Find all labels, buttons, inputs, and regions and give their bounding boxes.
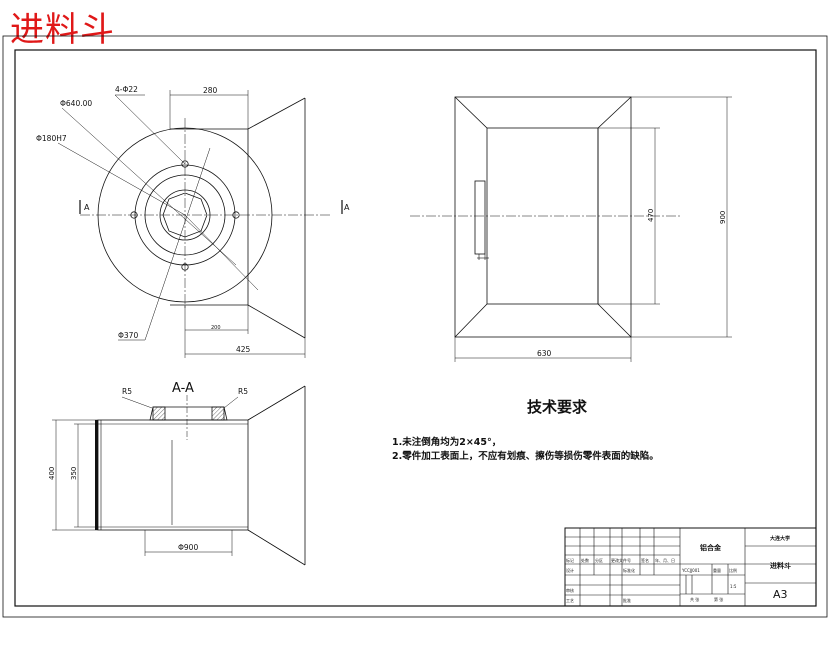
tb-date: 年、月、日 xyxy=(655,557,675,563)
fillet-left-label: R5 xyxy=(122,387,132,396)
housing-body xyxy=(170,128,249,306)
leader-bore xyxy=(57,142,186,216)
tb-scale: 1:5 xyxy=(730,584,737,589)
tb-sign: 签名 xyxy=(641,557,649,563)
tb-sheets: 共 张 xyxy=(690,596,699,602)
tb-approve: 批准 xyxy=(623,597,631,603)
dim-sec-dia-bottom: Φ900 xyxy=(178,543,198,552)
tb-code: YCCJJ001 xyxy=(681,568,700,573)
hopper-bottom-edge xyxy=(247,304,306,339)
top-view: 630 470 900 xyxy=(410,96,732,362)
outer-rect xyxy=(454,96,632,338)
tb-part-name: 进料斗 xyxy=(770,561,791,570)
leader-outer xyxy=(144,147,211,341)
tech-requirements-heading: 技术要求 xyxy=(527,398,588,416)
tech-requirement-1: 1.未注倒角均为2×45°， xyxy=(392,437,502,448)
flange-hatch-right xyxy=(211,406,225,421)
dim-width-top: 280 xyxy=(203,86,218,95)
dim-dia-bore: Φ180H7 xyxy=(36,134,67,143)
tb-weight: 重量 xyxy=(713,567,721,573)
hopper-top-edge xyxy=(247,97,306,130)
dim-top-height-inner: 470 xyxy=(647,209,655,222)
leader-pitch xyxy=(61,107,237,266)
title-block: 标记 处数 分区 更改文件号 签名 年、月、日 设计 标准化 审核 工艺 批准 … xyxy=(564,527,817,607)
left-wall-hatch xyxy=(95,420,98,530)
inner-border xyxy=(14,49,817,607)
tb-school: 大连大学 xyxy=(770,535,790,542)
leader-inner-diag xyxy=(184,214,259,291)
dim-hole-pattern: 4-Φ22 xyxy=(115,85,138,94)
tb-sheet-no: 第 张 xyxy=(714,596,723,602)
section-mark-left-label: A xyxy=(84,203,90,212)
section-mark-right-label: A xyxy=(344,203,350,212)
tb-sheet-size: A3 xyxy=(773,588,788,601)
dim-top-width: 630 xyxy=(537,349,552,358)
dim-top-height-outer: 900 xyxy=(719,211,727,224)
tb-standard: 标准化 xyxy=(623,567,635,573)
leader-4-holes xyxy=(114,94,186,165)
title-block-frame xyxy=(564,527,817,607)
tb-checker: 审核 xyxy=(566,587,574,593)
outer-border xyxy=(2,35,828,618)
tb-process: 工艺 xyxy=(566,598,574,603)
section-body xyxy=(97,419,249,531)
tb-ratio: 比例 xyxy=(729,567,737,573)
dim-width-bottom: 425 xyxy=(236,345,251,354)
section-view: A-A R5 R5 xyxy=(48,381,306,566)
tb-designer: 设计 xyxy=(566,567,574,573)
tb-material: 铝合金 xyxy=(700,543,722,552)
tb-change-doc: 更改文件号 xyxy=(611,557,631,563)
section-label: A-A xyxy=(172,381,194,396)
tb-mark: 标记 xyxy=(566,557,574,563)
dim-sec-height-inner: 350 xyxy=(70,467,78,480)
tech-requirement-2: 2.零件加工表面上，不应有划痕、擦伤等损伤零件表面的缺陷。 xyxy=(392,451,659,462)
drawing-title: 进料斗 xyxy=(10,10,115,50)
tb-count: 处数 xyxy=(581,557,589,563)
dim-dia-outer: Φ370 xyxy=(118,331,138,340)
dim-width-inner: 200 xyxy=(211,325,221,331)
flange-hatch-left xyxy=(152,406,166,421)
dim-sec-height-outer: 400 xyxy=(48,467,56,480)
fillet-right-label: R5 xyxy=(238,387,248,396)
outlet-rect xyxy=(474,180,486,255)
tb-zone: 分区 xyxy=(595,557,603,563)
dim-dia-pitch: Φ640.00 xyxy=(60,99,92,108)
front-view: A A 280 425 200 4-Φ22 Φ640.00 Φ180H7 xyxy=(36,85,350,358)
